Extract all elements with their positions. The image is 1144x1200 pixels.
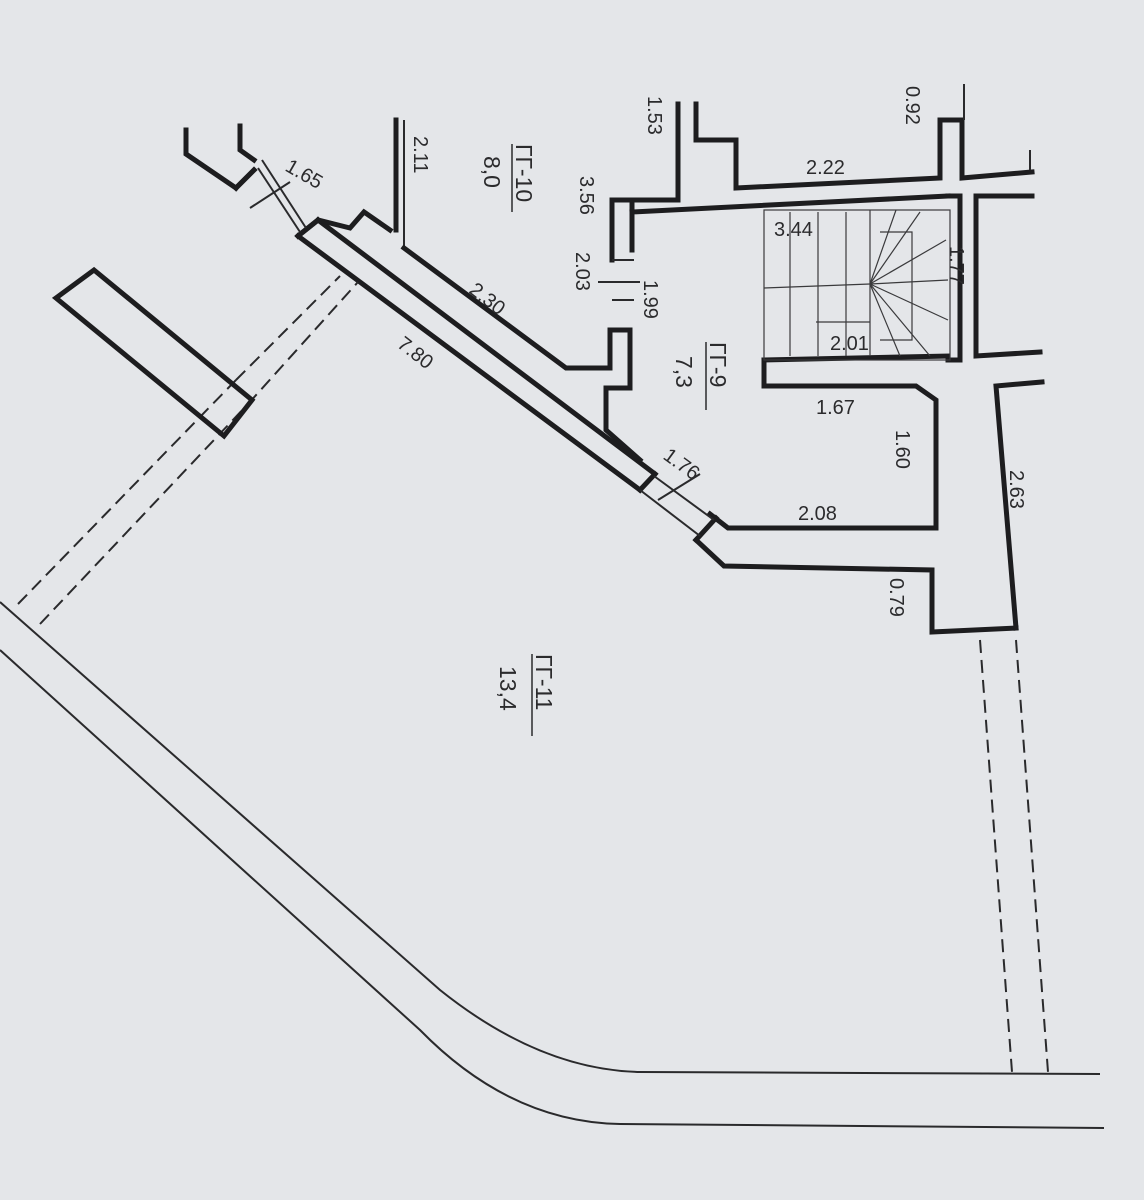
room-9-area: 7,3: [671, 356, 697, 388]
dim-2-11: 2.11: [409, 136, 431, 173]
dim-1-60: 1.60: [891, 430, 913, 469]
dim-3-56: 3.56: [575, 176, 597, 215]
dim-1-77: 1.77: [945, 246, 967, 285]
dim-2-01: 2.01: [830, 333, 869, 355]
room-label-9: ГГ-9 7,3: [671, 342, 731, 410]
wall-upper-left: [183, 117, 405, 248]
room-11-code: ГГ-11: [531, 654, 557, 710]
outer-boundary: [0, 601, 1105, 1129]
dim-2-63: 2.63: [1005, 470, 1027, 509]
dim-1-53: 1.53: [643, 96, 665, 135]
room-9-code: ГГ-9: [705, 342, 731, 387]
balcony-slab: [51, 266, 256, 440]
dim-2-22: 2.22: [806, 157, 845, 179]
dim-1-99: 1.99: [639, 280, 661, 319]
dim-2-08: 2.08: [798, 503, 837, 525]
room-label-10: ГГ-10 8,0: [479, 144, 537, 212]
dim-3-44: 3.44: [774, 219, 813, 241]
room-9-walls: [603, 101, 1035, 635]
dim-1-67: 1.67: [816, 397, 855, 419]
room-label-11: ГГ-11 13,4: [495, 654, 557, 736]
dim-2-03: 2.03: [571, 252, 593, 291]
room-10-area: 8,0: [479, 156, 505, 188]
dim-0-92: 0.92: [901, 86, 923, 125]
room-10-code: ГГ-10: [511, 144, 537, 202]
wall-segment-2-30: [400, 244, 613, 371]
dimension-ticks: [249, 181, 701, 501]
room-11-area: 13,4: [495, 666, 521, 711]
dim-0-79: 0.79: [885, 578, 907, 617]
staircase: [763, 209, 951, 361]
wall-right: [963, 84, 1045, 631]
